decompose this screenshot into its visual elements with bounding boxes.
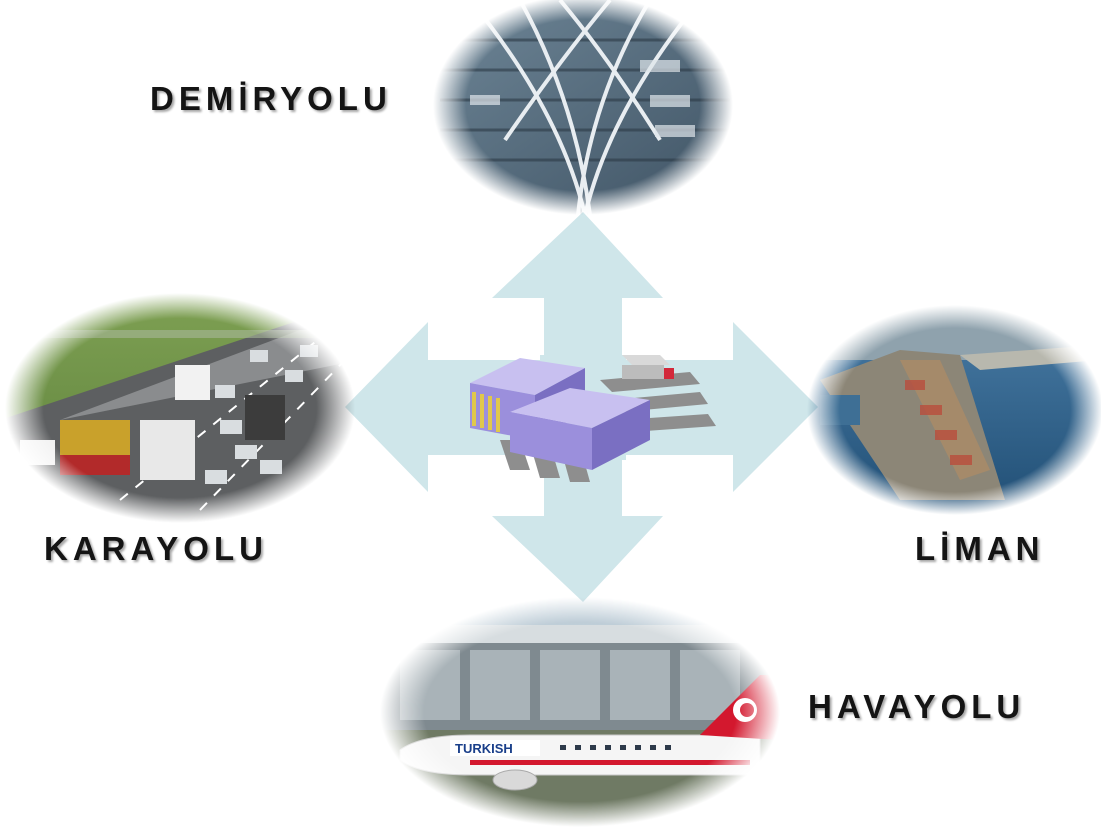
- highway-traffic-photo: [0, 290, 360, 530]
- seaport-aerial-photo: [805, 300, 1101, 520]
- railway-tracks-photo: [430, 0, 740, 216]
- arrow-up: [492, 212, 663, 360]
- arrow-down: [492, 455, 663, 602]
- label-havayolu: HAVAYOLU: [808, 688, 1026, 725]
- logistics-warehouse-icon: [470, 355, 716, 482]
- label-karayolu: KARAYOLU: [44, 530, 268, 567]
- label-liman: LİMAN: [915, 530, 1045, 567]
- airline-logo-text: TURKISH: [455, 741, 513, 756]
- label-demiryolu: DEMİRYOLU: [150, 80, 392, 117]
- arrow-right: [622, 322, 818, 492]
- airport-airplane-photo: TURKISH: [380, 595, 785, 829]
- arrow-left: [345, 322, 544, 492]
